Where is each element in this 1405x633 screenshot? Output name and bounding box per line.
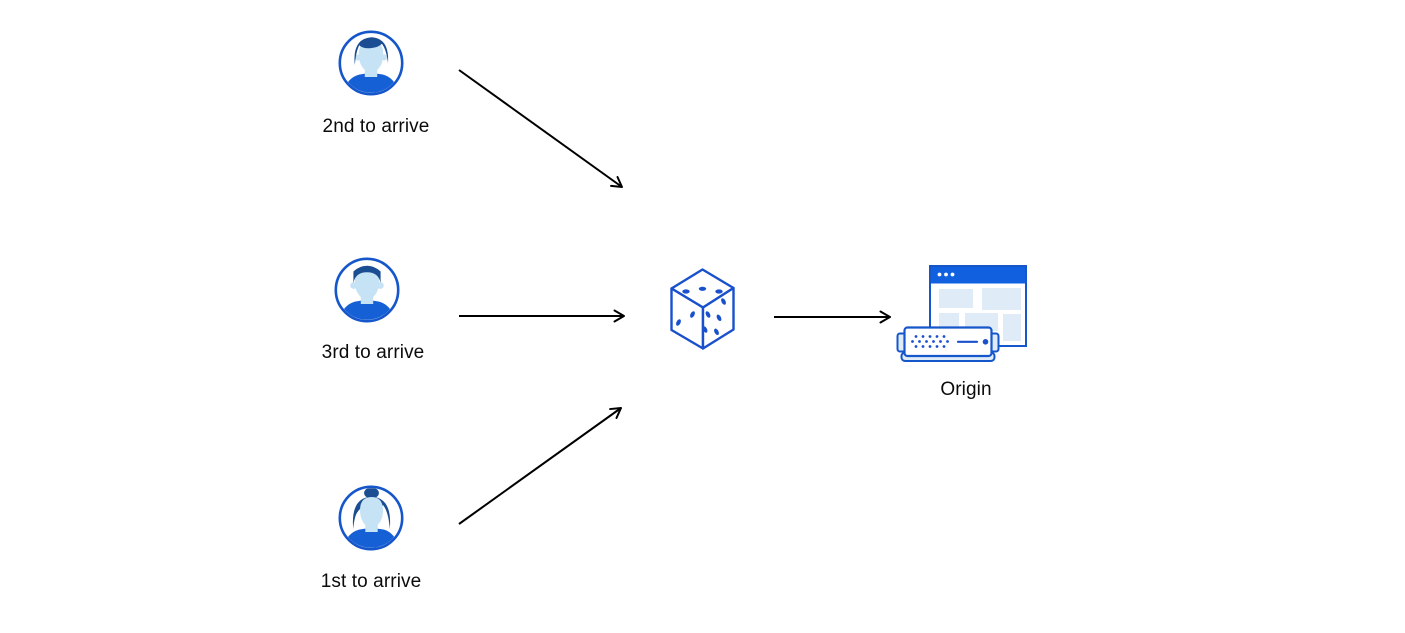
arrow-first-to-dice bbox=[458, 407, 622, 525]
dice-icon bbox=[670, 268, 735, 350]
male-user-avatar-icon bbox=[334, 257, 400, 323]
diagram-arrows bbox=[458, 69, 891, 525]
label-user-third: 3rd to arrive bbox=[321, 342, 425, 363]
label-origin: Origin bbox=[940, 379, 992, 400]
male-user-avatar-icon bbox=[338, 30, 404, 96]
label-user-second: 2nd to arrive bbox=[322, 116, 430, 137]
dice-pips bbox=[676, 286, 726, 336]
origin-browser-server-icon bbox=[896, 265, 1027, 362]
label-user-first: 1st to arrive bbox=[320, 571, 422, 592]
female-user-avatar-icon bbox=[338, 485, 404, 551]
server-vent-dots bbox=[911, 335, 949, 348]
arrow-second-to-dice bbox=[458, 69, 623, 188]
server-icon bbox=[896, 326, 1000, 362]
